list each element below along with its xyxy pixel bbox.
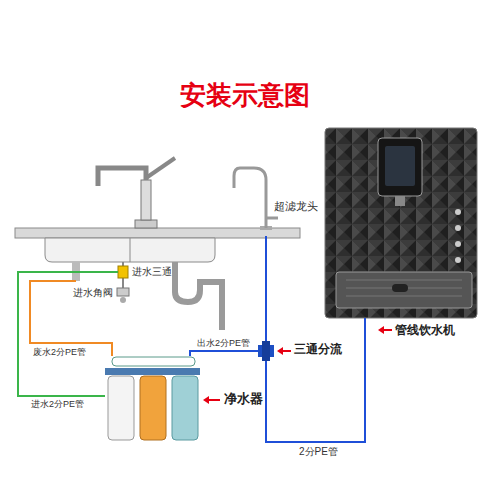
machine-button [455,225,461,231]
faucet-base [135,220,157,228]
arrow-head [277,347,283,355]
arrow-head [378,326,384,334]
filter-cartridge [108,376,134,440]
callout-label: 净水器 [224,392,263,407]
machine-window [378,138,422,196]
machine-button [455,241,461,247]
sink-divider [130,238,131,262]
counter-top [15,228,300,238]
machine-screen [385,146,415,186]
faucet-spout [98,168,146,186]
tee-stem [262,341,270,361]
machine-nozzle [395,196,405,206]
filter-cartridge [140,376,166,440]
drinking-machine-node: 管线饮水机 [325,128,477,318]
callout-arrow [282,350,291,352]
callout-arrow [384,329,392,331]
pe-pipe [265,236,267,341]
arrow-head [203,396,209,404]
diagram-title: 安装示意图 [0,80,490,111]
pe-pipe [18,272,118,396]
tray-grille [346,280,462,296]
tee-splitter-figure [258,341,274,361]
uf-faucet-handle [266,217,278,220]
callout-label: 管线饮水机 [395,324,455,338]
inlet-tee-symbol [118,266,128,278]
callout-arrow [208,399,220,401]
callout-label: 超滤龙头 [274,200,318,213]
machine-button [455,257,461,263]
purifier-node: 净水器 [105,356,200,442]
drain-trap [175,262,222,330]
faucet-node: 超滤龙头 [228,162,272,236]
purifier-bracket [105,368,200,375]
pipe-label: 进水角阀 [72,287,114,299]
pipe-label: 出水2分PE管 [196,338,251,348]
pe-pipe [190,351,258,356]
pipe-label: 2分PE管 [298,446,339,458]
pipe-label: 进水2分PE管 [30,399,85,409]
filter-cartridge [172,376,198,440]
inline-filter [112,357,195,366]
tee-splitter-node: 三通分流 [258,341,274,361]
drip-tray [336,272,472,308]
pipe-label: 废水2分PE管 [32,347,87,357]
callout-label: 三通分流 [294,343,342,357]
drinking-machine-figure [325,128,477,318]
machine-body [325,128,477,318]
tray-drain [392,284,408,292]
sink-figure [15,158,300,330]
inlet-tee-node: 进水三通 [118,266,128,278]
sink-basin [45,238,215,262]
faucet-body [141,180,151,220]
valve-knob [120,297,126,303]
uf-faucet-neck [234,168,266,228]
faucet-handle [146,158,175,178]
machine-button [455,209,461,215]
pe-pipe [266,318,365,442]
purifier-figure [105,357,200,440]
callout-label: 进水三通 [132,266,172,278]
angle-valve-symbol [117,288,129,296]
